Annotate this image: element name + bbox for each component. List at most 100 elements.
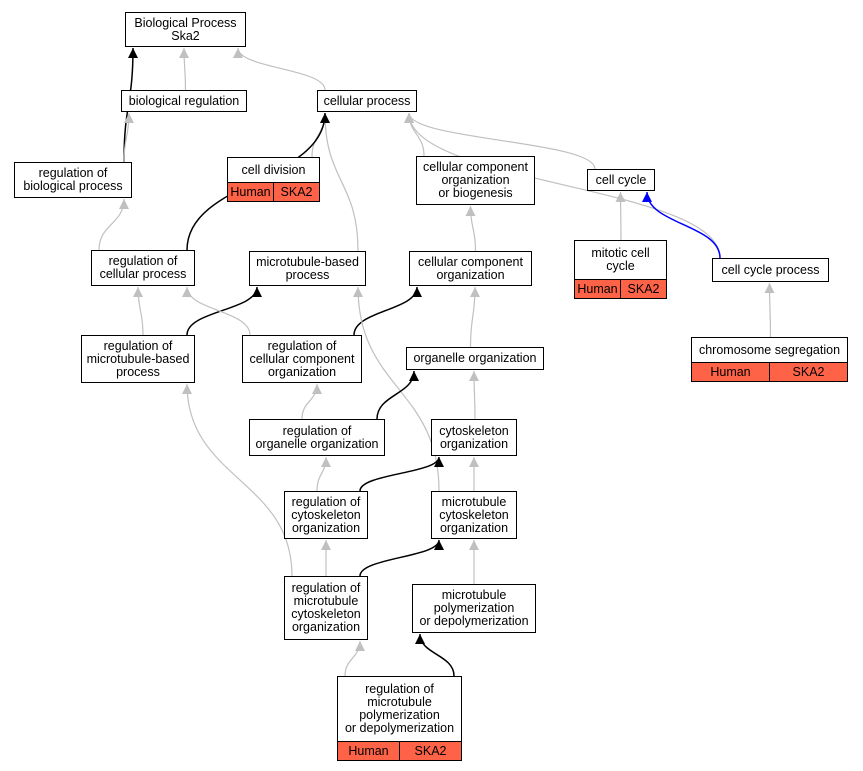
gene-tag: SKA2 <box>399 742 461 760</box>
node-label-line: organization <box>436 267 505 282</box>
node-label-line: Ska2 <box>171 28 200 43</box>
node-label-line: cell division <box>241 162 306 177</box>
edge-regulates <box>376 370 419 420</box>
edge-is-a <box>179 47 190 91</box>
node-label-line: cytoskeleton <box>439 507 509 522</box>
node-label-line: microtubule-based <box>256 254 359 269</box>
species-tag: Human <box>228 183 273 201</box>
edge-is-a <box>182 286 251 336</box>
species-tag: Human <box>338 742 399 760</box>
edge-regulates <box>359 456 444 492</box>
node-label-line: organization <box>439 520 509 535</box>
edge-is-a <box>123 112 134 163</box>
node-label-line: organization <box>441 173 510 187</box>
species-tag: Human <box>692 363 769 381</box>
node-label-line: process <box>285 267 330 282</box>
node-label-line: biological regulation <box>128 93 240 108</box>
edge-is-a <box>469 370 480 420</box>
node-label-line: microtubule <box>441 588 507 602</box>
node-cell-cycle[interactable]: cell cycle <box>587 169 655 191</box>
gene-tag: SKA2 <box>273 183 319 201</box>
node-label-line: regulation of <box>267 338 337 353</box>
node-label-line: regulation of <box>38 166 108 180</box>
node-cellular-process[interactable]: cellular process <box>317 90 417 112</box>
edge-is-a <box>301 383 322 420</box>
node-label-line: microtubule-based <box>86 351 190 366</box>
edge-is-a <box>404 112 425 157</box>
edge-is-a <box>404 112 596 170</box>
species-tag: Human <box>575 280 620 298</box>
node-label-line: cytoskeleton <box>291 607 361 621</box>
node-label-line: regulation of <box>365 682 434 696</box>
edge-is-a <box>353 286 440 492</box>
edge-is-a <box>316 456 331 492</box>
node-label-line: regulation of <box>108 254 178 268</box>
node-label-line: polymerization <box>433 601 515 615</box>
node-label-line: cellular component <box>249 351 355 366</box>
node-cell-cycle-process[interactable]: cell cycle process <box>712 258 829 282</box>
node-biological-regulation[interactable]: biological regulation <box>121 90 247 112</box>
node-label-line: regulation of <box>103 338 173 353</box>
node-organelle-organization[interactable]: organelle organization <box>406 347 544 370</box>
gene-tag: SKA2 <box>620 280 666 298</box>
edge-is-a <box>320 112 359 252</box>
edge-is-a <box>615 191 626 241</box>
edge-regulates <box>186 286 262 336</box>
edge-is-a <box>469 286 480 348</box>
edge-is-a <box>344 640 365 677</box>
edge-regulates <box>359 539 444 577</box>
edge-regulates <box>415 633 455 677</box>
node-label-line: or biogenesis <box>438 186 513 200</box>
edge-is-a <box>404 112 721 259</box>
node-label-line: Biological Process <box>134 15 237 30</box>
node-label-line: cytoskeleton <box>291 507 361 522</box>
node-label-line: chromosome segregation <box>698 342 841 357</box>
node-label: cell division <box>228 158 319 182</box>
node-label-line: regulation of <box>282 423 352 438</box>
node-label-line: process <box>116 364 160 379</box>
node-label-line: organization <box>439 436 509 451</box>
edge-is-a <box>233 47 326 91</box>
node-label-line: cytoskeleton <box>439 423 509 438</box>
node-label-line: cell cycle <box>595 172 647 187</box>
node-label: chromosome segregation <box>692 338 847 362</box>
node-label-line: cellular component <box>423 160 528 174</box>
node-label-line: microtubule <box>441 494 507 509</box>
node-label-line: polymerization <box>359 708 440 722</box>
edge-is-a <box>182 383 293 577</box>
